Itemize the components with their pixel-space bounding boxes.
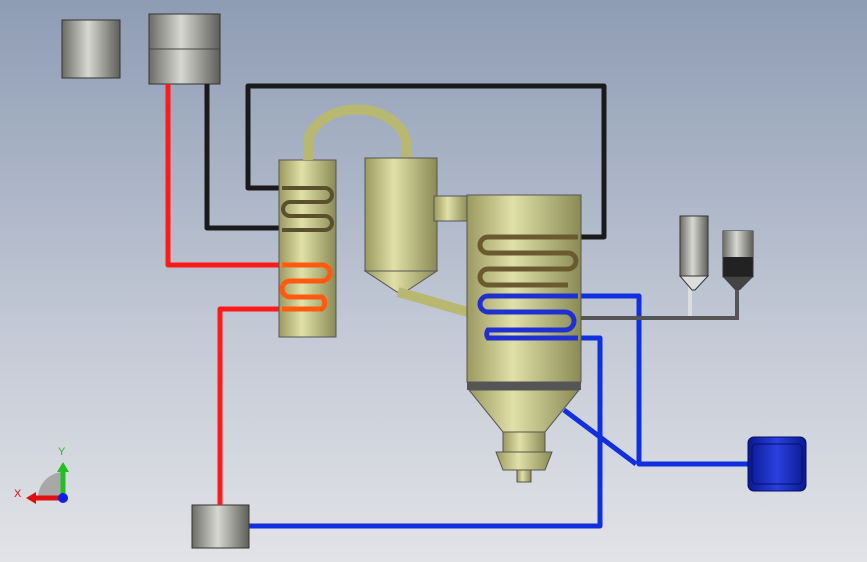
hopper-white[interactable] [678, 215, 710, 291]
condenser[interactable] [278, 159, 337, 338]
hopper-dark[interactable] [722, 230, 754, 290]
red-pipe[interactable] [165, 84, 282, 505]
pump[interactable] [747, 436, 807, 492]
black-pipe[interactable] [204, 83, 607, 240]
tank-left[interactable] [61, 19, 121, 79]
tank-bottom[interactable] [191, 504, 250, 549]
blue-pipe[interactable] [249, 293, 752, 529]
evaporator[interactable] [466, 194, 582, 483]
axis-triad: X Y [14, 446, 69, 504]
separator[interactable] [363, 157, 470, 317]
vapor-pipe[interactable] [303, 104, 411, 160]
y-axis-label: Y [58, 446, 66, 458]
x-axis-label: X [14, 488, 22, 500]
